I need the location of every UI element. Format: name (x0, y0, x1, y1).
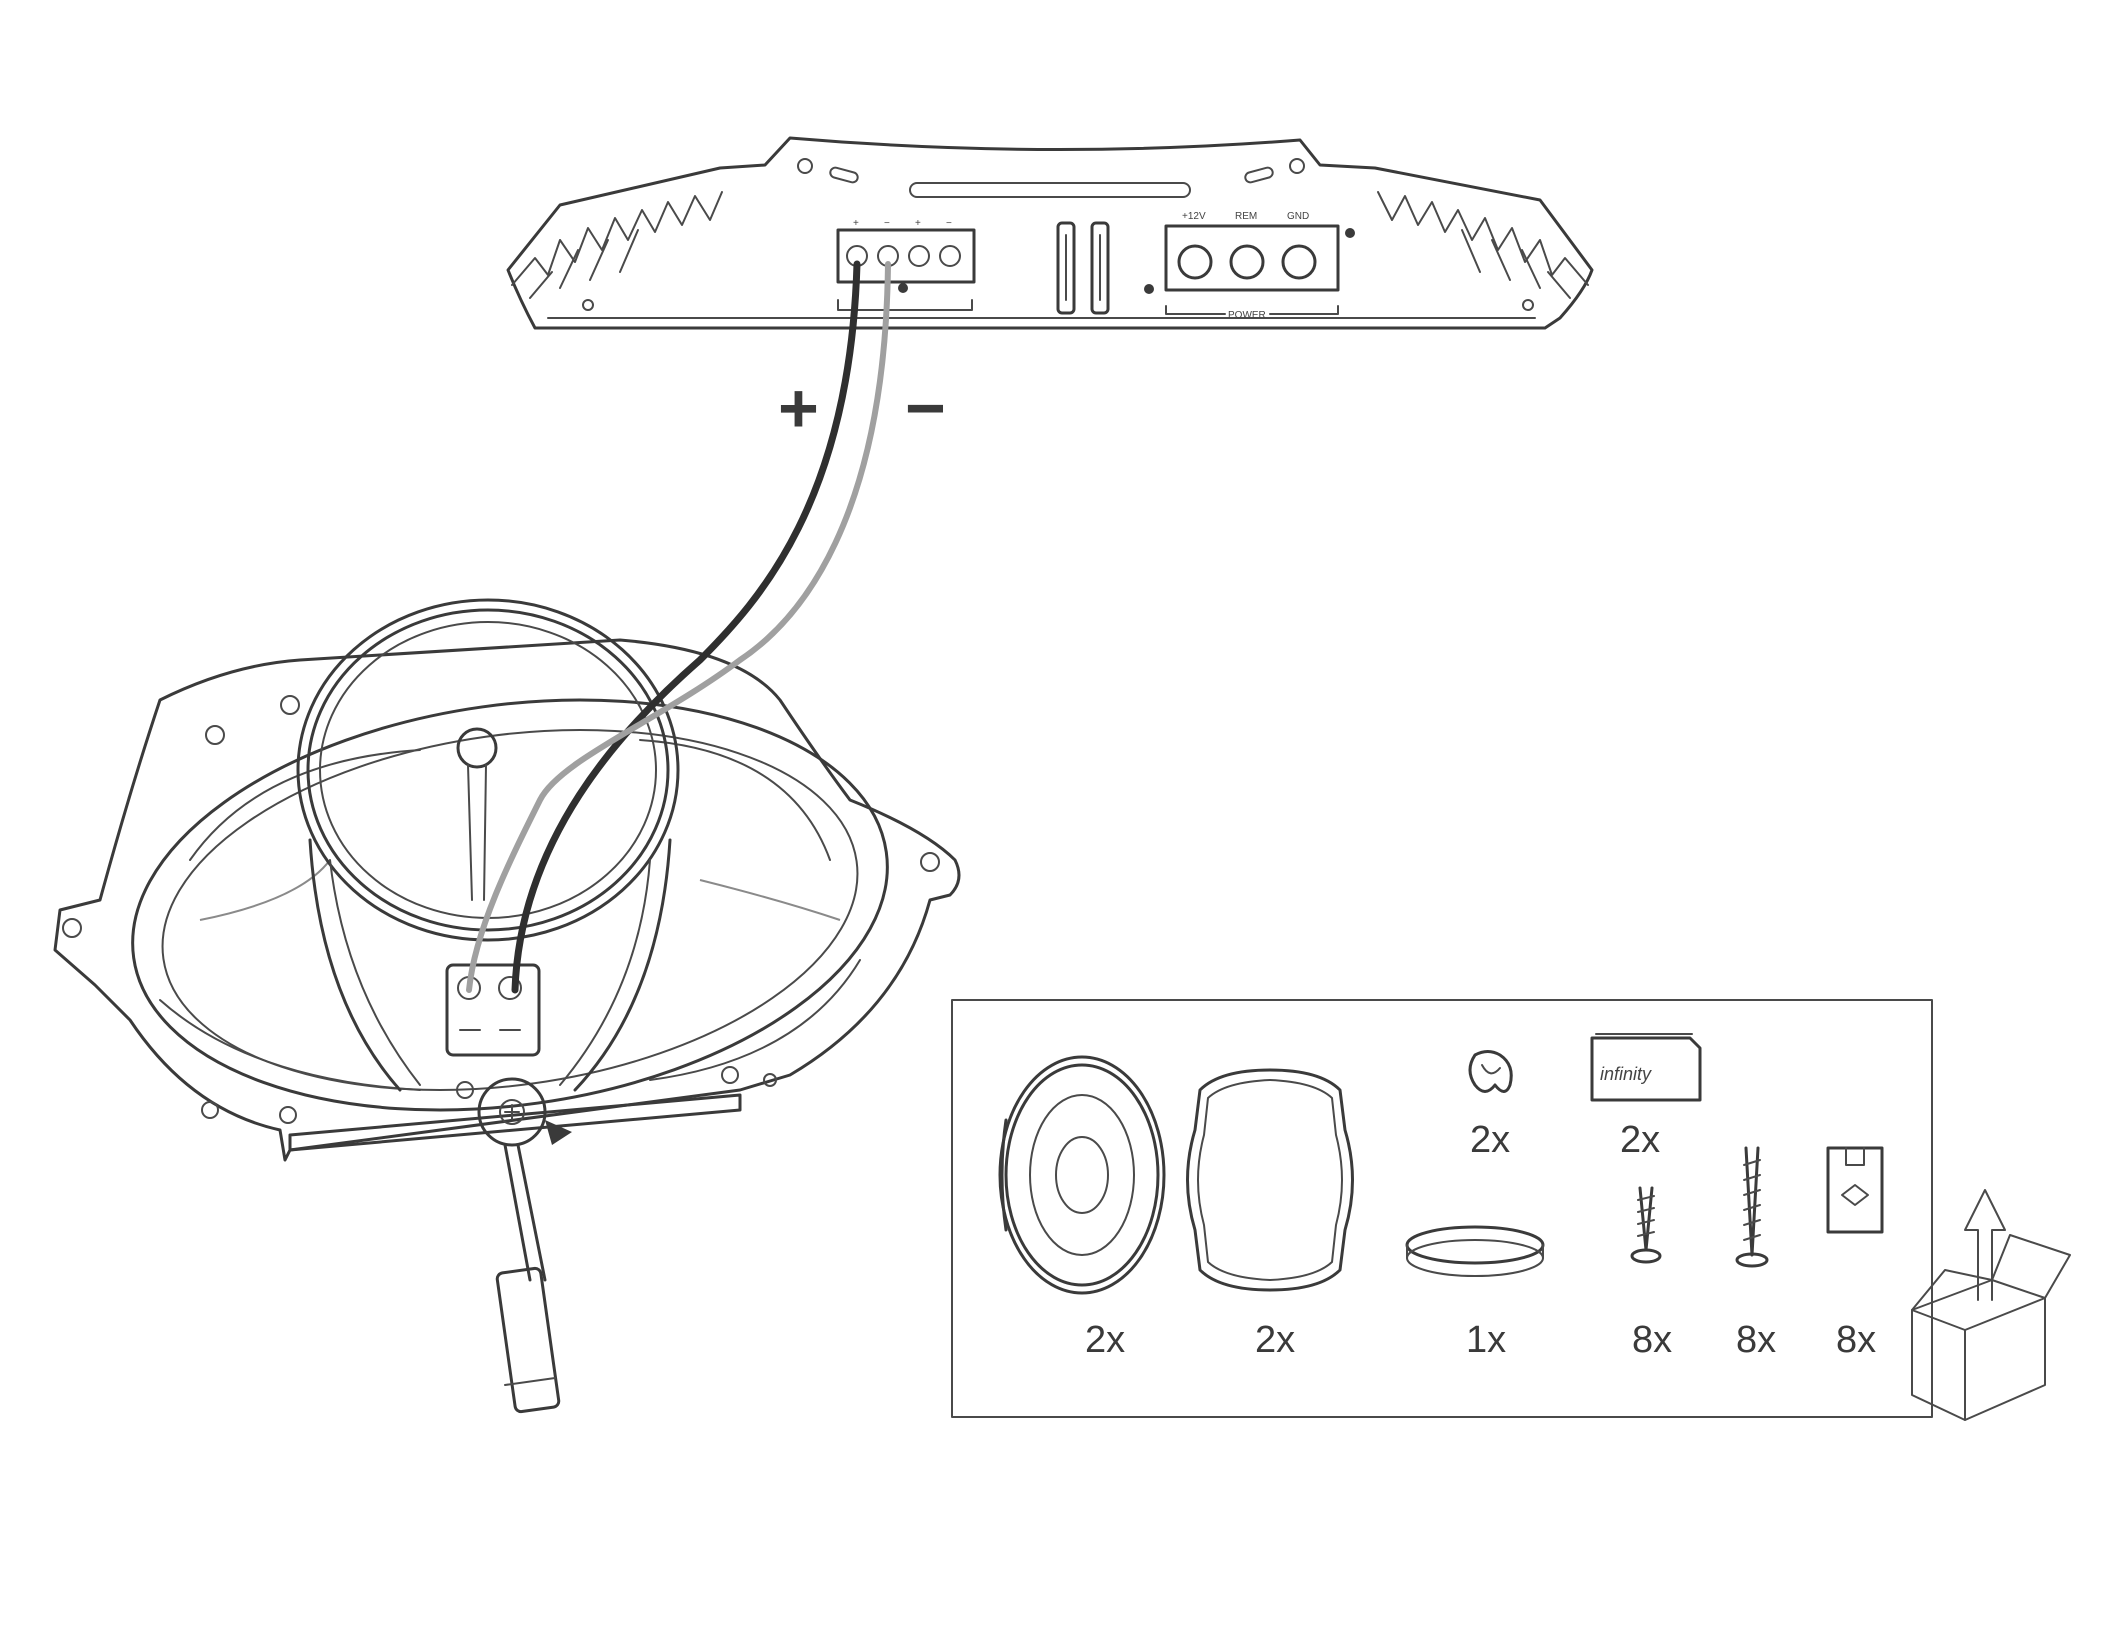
led-indicator (898, 283, 908, 293)
kit-speed-nut: 8x (1828, 1148, 1882, 1361)
kit-long-screw: 8x (1736, 1148, 1776, 1361)
speaker-assembly (55, 600, 959, 1160)
kit-clip: 2x (1470, 1052, 1511, 1162)
amp-terminal-label-1: + (853, 218, 859, 229)
kit-speaker: 2x (1000, 1057, 1164, 1361)
kit-grille-qty: 2x (1255, 1319, 1295, 1361)
amp-terminal-label-2: − (884, 218, 890, 229)
kit-contents-box: 2x 2x 2x infinity 2x 1x (952, 1000, 1932, 1417)
kit-grille-frame: 2x (1188, 1070, 1353, 1361)
kit-badge-logo-text: infinity (1600, 1064, 1652, 1084)
kit-speaker-qty: 2x (1085, 1319, 1125, 1361)
kit-short-screw: 8x (1632, 1188, 1672, 1361)
power-label-12v: +12V (1182, 211, 1206, 222)
plus-polarity-label: + (778, 369, 819, 447)
kit-ring-adapter: 1x (1407, 1227, 1543, 1361)
kit-badge: infinity 2x (1592, 1034, 1700, 1161)
open-box-icon (1912, 1190, 2070, 1420)
kit-speed-nut-qty: 8x (1836, 1319, 1876, 1361)
kit-clip-qty: 2x (1470, 1119, 1510, 1161)
amp-terminal-label-4: − (946, 218, 952, 229)
power-label-gnd: GND (1287, 211, 1309, 222)
kit-short-screw-qty: 8x (1632, 1319, 1672, 1361)
power-caption: POWER (1228, 310, 1266, 321)
kit-long-screw-qty: 8x (1736, 1319, 1776, 1361)
kit-ring-qty: 1x (1466, 1319, 1506, 1361)
minus-polarity-label: − (905, 369, 946, 447)
amplifier: + − + − +12V REM GND POWER (508, 138, 1592, 328)
kit-badge-qty: 2x (1620, 1119, 1660, 1161)
amp-terminal-label-3: + (915, 218, 921, 229)
power-label-rem: REM (1235, 211, 1257, 222)
screwdriver (496, 1145, 559, 1412)
